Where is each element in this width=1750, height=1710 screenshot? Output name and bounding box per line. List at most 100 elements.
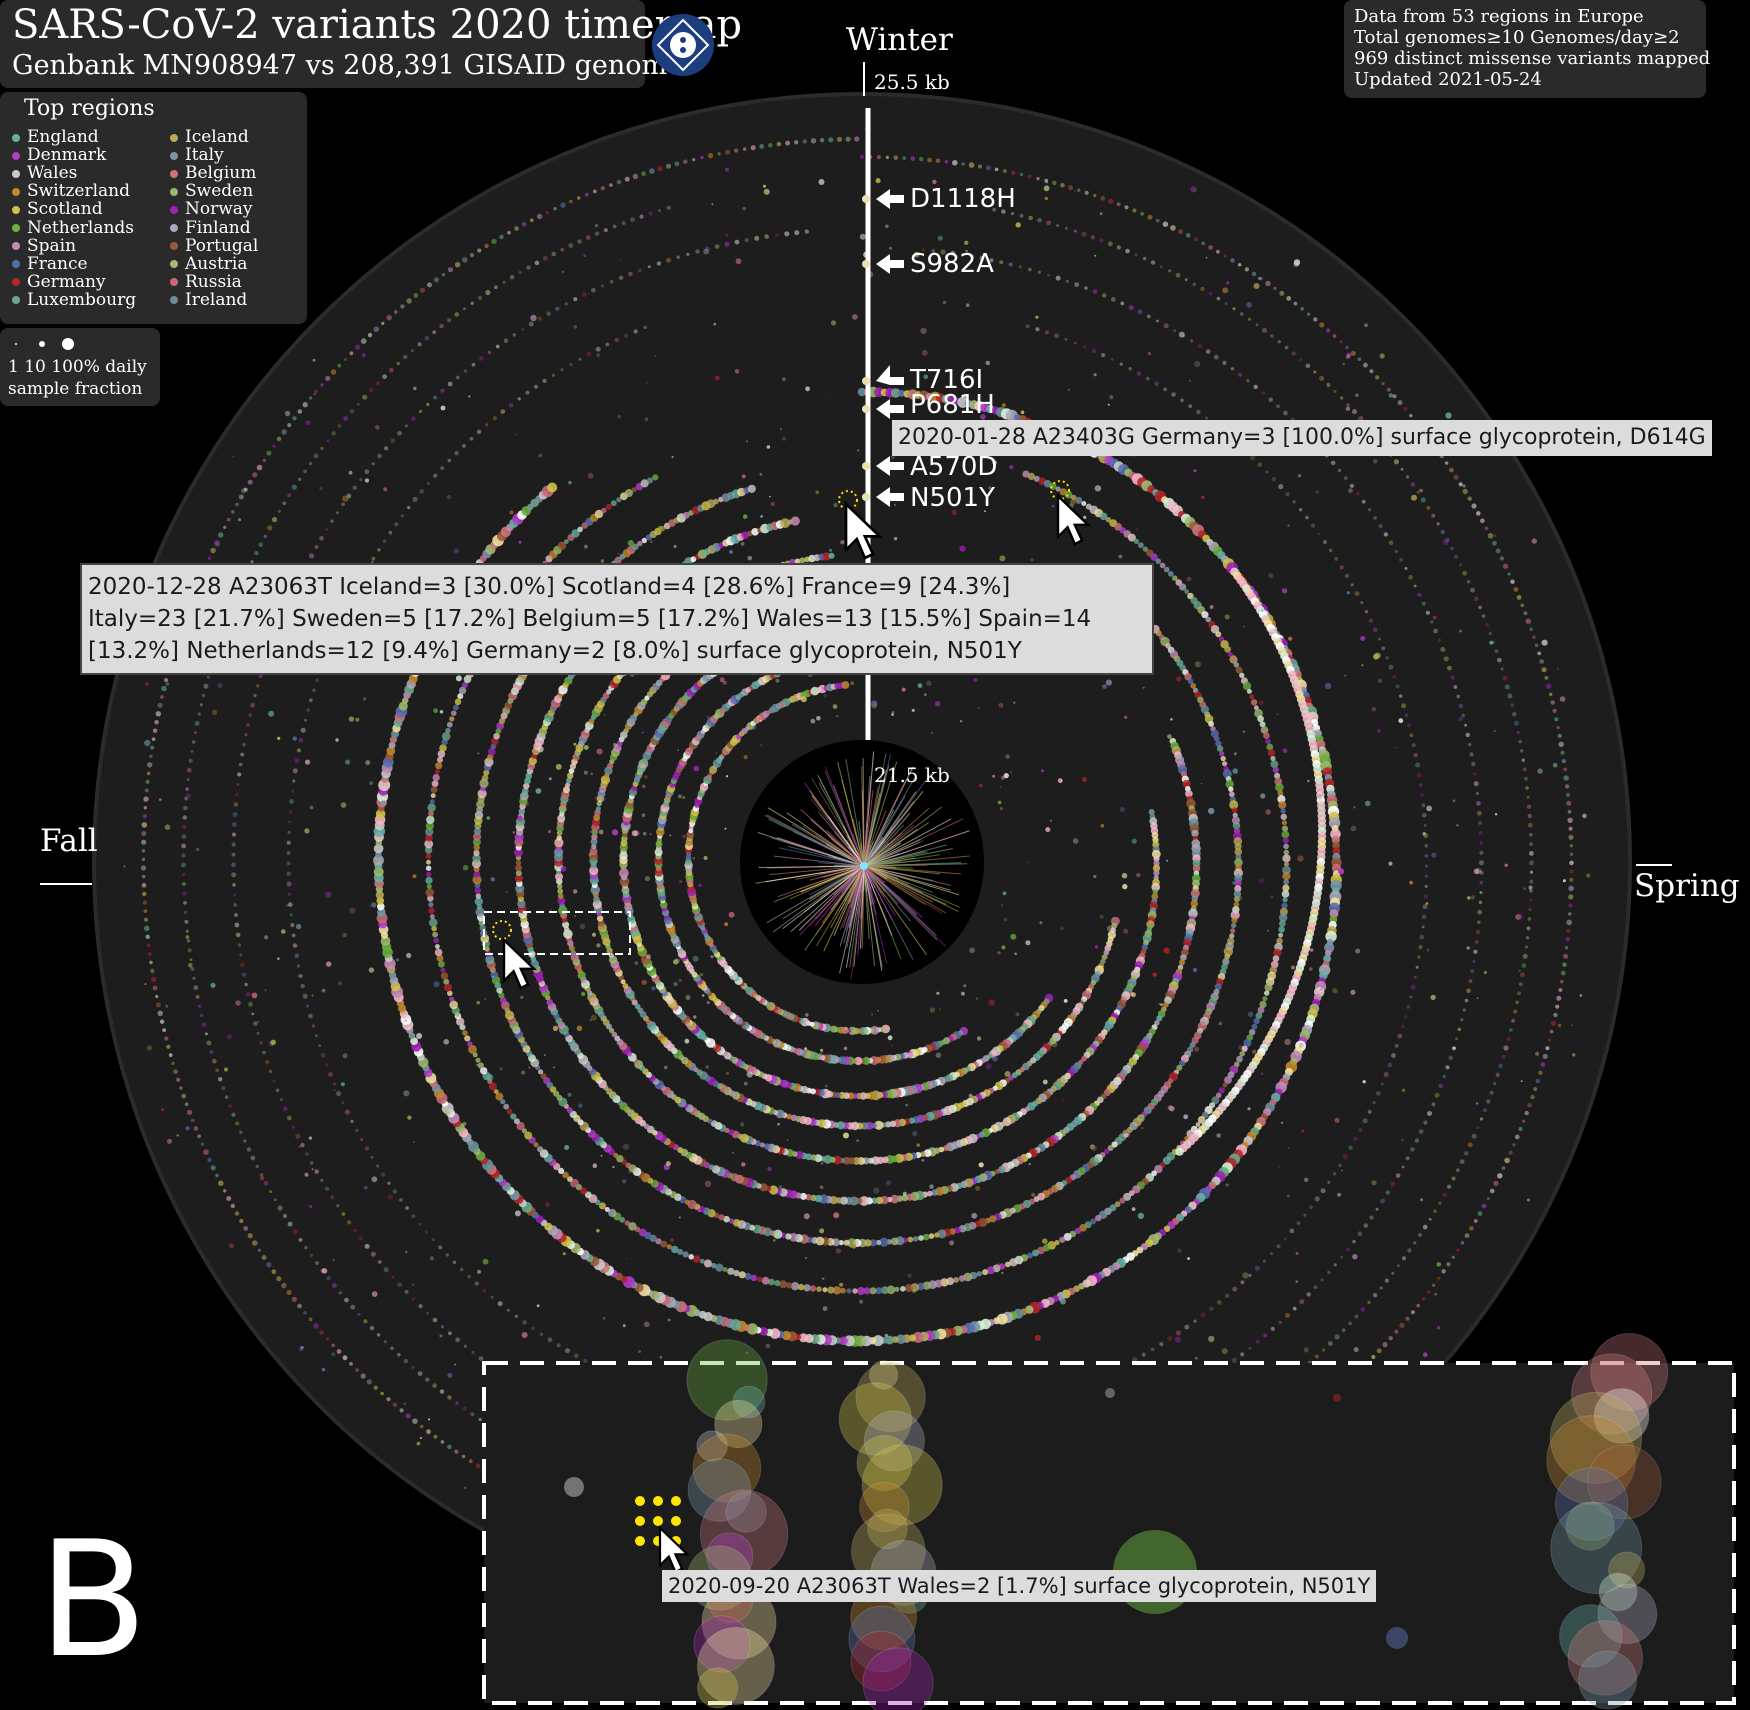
legend-item-denmark: Denmark bbox=[12, 146, 106, 164]
mouse-cursor-icon bbox=[1056, 493, 1091, 546]
legend-label: Norway bbox=[185, 199, 253, 220]
legend-label: Spain bbox=[27, 235, 77, 256]
legend-label: Austria bbox=[185, 253, 248, 274]
legend-item-italy: Italy bbox=[170, 146, 224, 164]
legend-label: Belgium bbox=[185, 163, 257, 184]
tooltip-line-3: [13.2%] Netherlands=12 [9.4%] Germany=2 … bbox=[88, 638, 1022, 664]
mouse-cursor-icon bbox=[502, 937, 537, 990]
stats-line-3: 969 distinct missense variants mapped bbox=[1354, 48, 1711, 69]
size-legend: 1 10 100% daily sample fraction bbox=[0, 328, 160, 406]
mutation-label-p681h: P681H bbox=[910, 390, 995, 420]
legend-swatch bbox=[12, 224, 20, 232]
size-legend-dots bbox=[15, 338, 74, 350]
legend-item-germany: Germany bbox=[12, 273, 106, 291]
legend-swatch bbox=[170, 133, 178, 142]
legend-label: Iceland bbox=[185, 127, 249, 147]
panel-letter: B bbox=[38, 1506, 148, 1693]
legend-label: Italy bbox=[185, 145, 224, 166]
legend-swatch bbox=[170, 187, 178, 196]
mutation-label-a570d: A570D bbox=[910, 452, 998, 482]
legend-item-spain: Spain bbox=[12, 237, 76, 255]
zoom-panel-frame bbox=[482, 1361, 1736, 1705]
legend-label: Ireland bbox=[185, 289, 248, 310]
legend-item-switzerland: Switzerland bbox=[12, 182, 130, 200]
legend-heading: Top regions bbox=[24, 96, 155, 121]
tooltip-line-2: Italy=23 [21.7%] Sweden=5 [17.2%] Belgiu… bbox=[88, 606, 1092, 632]
stats-line-2: Total genomes≥10 Genomes/day≥2 bbox=[1354, 27, 1680, 48]
mutation-label-t716i: T716I bbox=[910, 365, 984, 395]
legend-item-austria: Austria bbox=[170, 255, 247, 273]
legend-label: Wales bbox=[27, 163, 78, 184]
mutation-arrows bbox=[862, 189, 904, 507]
center-point bbox=[860, 862, 868, 870]
legend-swatch bbox=[12, 296, 20, 305]
legend-swatch bbox=[170, 278, 178, 287]
legend-swatch bbox=[12, 260, 20, 269]
legend-swatch bbox=[170, 151, 178, 160]
legend-item-luxembourg: Luxembourg bbox=[12, 291, 136, 309]
legend-item-russia: Russia bbox=[170, 273, 242, 291]
legend-label: Netherlands bbox=[27, 217, 135, 238]
legend-label: England bbox=[27, 127, 99, 147]
legend-swatch bbox=[12, 278, 20, 287]
axis-inner-label: 21.5 kb bbox=[874, 763, 950, 787]
arrow-icon bbox=[862, 189, 904, 209]
legend-label: Switzerland bbox=[27, 181, 131, 202]
legend-swatch bbox=[12, 205, 20, 214]
cursor-icons bbox=[502, 493, 1091, 1574]
legend-item-finland: Finland bbox=[170, 219, 251, 237]
legend-label: Luxembourg bbox=[27, 289, 137, 310]
legend-swatch bbox=[170, 169, 178, 178]
legend-label: France bbox=[27, 253, 88, 274]
season-winter: Winter bbox=[846, 22, 953, 58]
tooltip-d614g: 2020-01-28 A23403G Germany=3 [100.0%] su… bbox=[892, 420, 1712, 456]
legend-swatch bbox=[170, 224, 178, 232]
legend-swatch bbox=[170, 242, 178, 251]
stats-line-4: Updated 2021-05-24 bbox=[1354, 69, 1542, 90]
axis-outer-label: 25.5 kb bbox=[874, 70, 950, 94]
arrow-icon bbox=[862, 487, 904, 507]
legend-label: Germany bbox=[27, 271, 106, 292]
mutation-label-s982a: S982A bbox=[910, 249, 994, 279]
legend-swatch bbox=[170, 260, 178, 269]
season-spring: Spring bbox=[1634, 868, 1740, 904]
app-logo-icon[interactable] bbox=[652, 14, 714, 76]
legend-item-netherlands: Netherlands bbox=[12, 219, 134, 237]
size-legend-line1: 1 10 100% daily bbox=[8, 357, 147, 377]
mouse-cursor-icon bbox=[844, 500, 884, 560]
legend-label: Russia bbox=[185, 271, 242, 292]
tooltip-n501y-september: 2020-09-20 A23063T Wales=2 [1.7%] surfac… bbox=[662, 1570, 1377, 1602]
tooltip-line-1: 2020-12-28 A23063T Iceland=3 [30.0%] Sco… bbox=[88, 574, 1011, 600]
mutation-label-n501y: N501Y bbox=[910, 483, 995, 513]
legend-item-iceland: Iceland bbox=[170, 128, 249, 146]
legend-item-france: France bbox=[12, 255, 88, 273]
legend-item-portugal: Portugal bbox=[170, 237, 258, 255]
legend-label: Portugal bbox=[185, 235, 259, 256]
legend-item-scotland: Scotland bbox=[12, 200, 103, 218]
legend-item-norway: Norway bbox=[170, 200, 253, 218]
legend-item-sweden: Sweden bbox=[170, 182, 253, 200]
legend-swatch bbox=[12, 133, 20, 142]
tooltip-n501y-december: 2020-12-28 A23063T Iceland=3 [30.0%] Sco… bbox=[80, 563, 1154, 675]
legend-label: Sweden bbox=[185, 181, 254, 202]
page-subtitle: Genbank MN908947 vs 208,391 GISAID genom… bbox=[12, 50, 697, 81]
legend-swatch bbox=[12, 242, 20, 251]
arrow-icon bbox=[862, 456, 904, 476]
legend-swatch bbox=[12, 169, 20, 178]
legend-label: Denmark bbox=[27, 145, 107, 166]
size-legend-line2: sample fraction bbox=[8, 379, 143, 399]
mutation-label-d1118h: D1118H bbox=[910, 184, 1016, 214]
legend-item-belgium: Belgium bbox=[170, 164, 256, 182]
arrow-icon bbox=[862, 399, 904, 419]
season-fall: Fall bbox=[40, 823, 98, 859]
legend-swatch bbox=[12, 151, 20, 160]
variant-spiral-rings bbox=[140, 136, 1574, 1579]
arrow-icon bbox=[862, 365, 904, 385]
arrow-icon bbox=[862, 254, 904, 274]
legend-swatch bbox=[170, 296, 178, 305]
legend-swatch bbox=[12, 187, 20, 196]
legend-item-england: England bbox=[12, 128, 99, 146]
zoom-selection-box[interactable] bbox=[483, 911, 631, 955]
stats-panel: Data from 53 regions in Europe Total gen… bbox=[1344, 0, 1710, 98]
